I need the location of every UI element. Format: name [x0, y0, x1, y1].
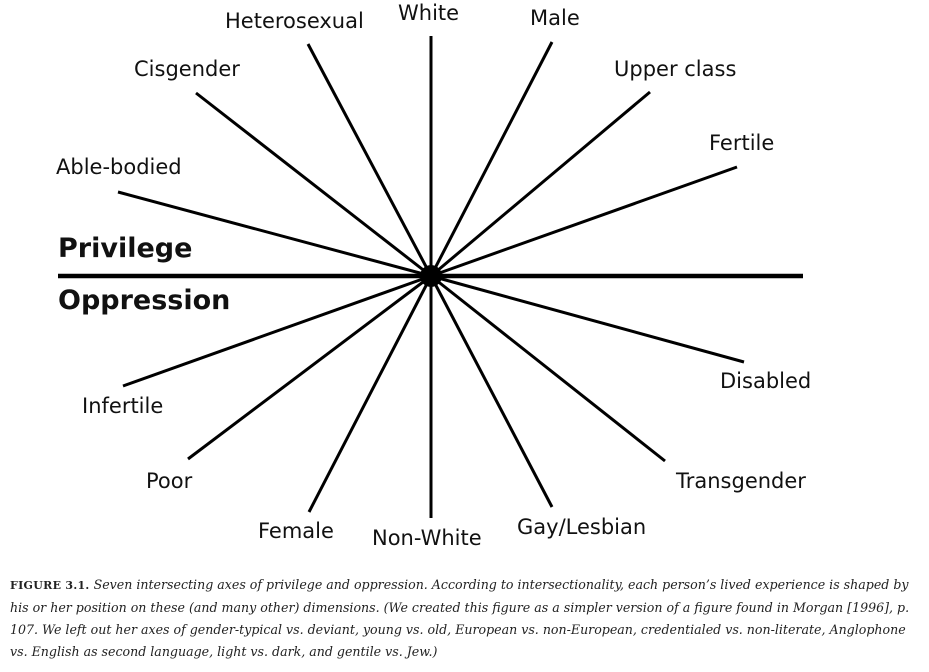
axis-line-gay-lesbian: [429, 275, 554, 508]
privilege-oppression-diagram: [58, 36, 803, 518]
axis-line-heterosexual: [306, 43, 433, 277]
axis-line-able-bodied: [117, 190, 432, 278]
label-poor: Poor: [146, 469, 193, 493]
axis-line-female: [307, 275, 433, 513]
axis-line-cisgender: [195, 91, 432, 278]
label-fertile: Fertile: [709, 131, 775, 155]
label-cisgender: Cisgender: [134, 57, 240, 81]
center-intersection-dot: [420, 265, 442, 287]
caption-text: Seven intersecting axes of privilege and…: [10, 577, 910, 659]
label-infertile: Infertile: [82, 394, 164, 418]
axis-line-disabled: [430, 274, 745, 364]
axis-line-infertile: [122, 274, 432, 388]
label-heterosexual: Heterosexual: [225, 9, 364, 33]
figure-caption: FIGURE 3.1. Seven intersecting axes of p…: [10, 574, 910, 663]
label-disabled: Disabled: [720, 369, 812, 393]
label-non-white: Non-White: [372, 526, 482, 550]
axis-line-male: [429, 41, 554, 277]
label-male: Male: [530, 6, 580, 30]
axis-line-upper-class: [430, 90, 651, 278]
privilege-label: Privilege: [58, 233, 193, 264]
label-white: White: [398, 1, 460, 25]
label-gay-lesbian: Gay/Lesbian: [517, 515, 647, 539]
label-upper-class: Upper class: [614, 57, 737, 81]
label-transgender: Transgender: [676, 469, 806, 493]
label-able-bodied: Able-bodied: [56, 155, 182, 179]
axis-line-poor: [187, 274, 432, 461]
figure-number: FIGURE 3.1.: [10, 579, 90, 592]
axis-line-transgender: [430, 274, 666, 463]
oppression-label: Oppression: [58, 285, 231, 316]
label-female: Female: [258, 519, 334, 543]
axis-line-fertile: [430, 165, 738, 278]
